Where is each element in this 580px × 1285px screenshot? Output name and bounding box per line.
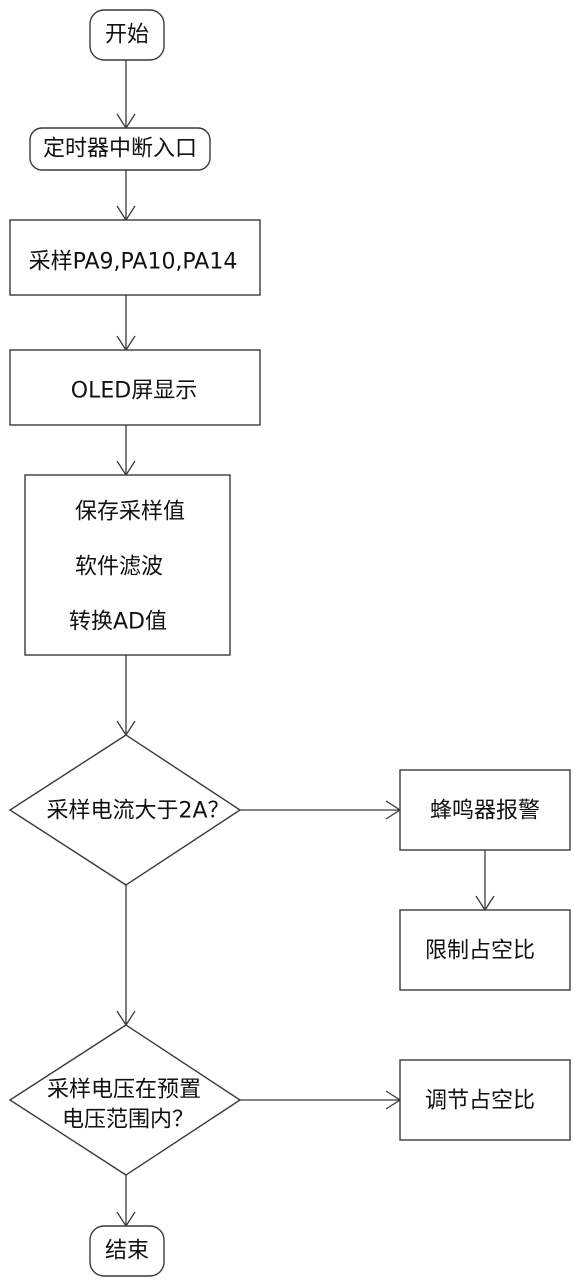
start-terminal — [89, 9, 165, 61]
limit-duty-process-box — [399, 909, 571, 991]
start-label: 开始 — [105, 23, 149, 48]
oled-label: OLED屏显示 — [71, 379, 197, 404]
buzzer-process-box — [399, 769, 571, 851]
buzzer-label: 蜂鸣器报警 — [430, 799, 540, 824]
sample-process-box — [9, 219, 261, 296]
edge-oled-to-process — [116, 425, 136, 477]
adjust-duty-label: 调节占空比 — [425, 1089, 535, 1114]
voltage-check-decision — [8, 1024, 242, 1176]
edge-current-check-to-buzzer — [240, 800, 402, 820]
process-box — [24, 474, 231, 656]
process-node: 保存采样值 软件滤波 转换AD值 — [24, 474, 231, 656]
current-check-node: 采样电流大于2A？ — [8, 734, 242, 886]
end-label: 结束 — [105, 1239, 149, 1264]
end-node: 结束 — [89, 1225, 165, 1277]
edge-current-check-to-voltage-check — [116, 885, 136, 1027]
edge-voltage-check-to-end — [116, 1175, 136, 1228]
timer-interrupt-terminal — [29, 127, 211, 171]
oled-process-box — [9, 349, 261, 426]
sample-node: 采样PA9,PA10,PA14 — [9, 219, 261, 296]
edge-buzzer-to-limit — [475, 850, 495, 912]
current-check-label: 采样电流大于2A？ — [46, 799, 229, 824]
voltage-check-line-2: 电压范围内？ — [62, 1108, 194, 1133]
limit-duty-node: 限制占空比 — [399, 909, 571, 991]
current-check-decision — [8, 734, 242, 886]
voltage-check-node: 采样电压在预置 电压范围内？ — [8, 1024, 242, 1176]
edge-timer-to-sample — [116, 170, 136, 222]
end-terminal — [89, 1225, 165, 1277]
edge-start-to-timer — [116, 60, 136, 130]
process-line-3: 转换AD值 — [69, 610, 167, 635]
limit-duty-label: 限制占空比 — [425, 939, 535, 964]
edge-voltage-check-to-adjust — [240, 1090, 402, 1110]
voltage-check-line-1: 采样电压在预置 — [47, 1078, 201, 1103]
process-line-2: 软件滤波 — [75, 555, 163, 580]
buzzer-node: 蜂鸣器报警 — [399, 769, 571, 851]
adjust-duty-process-box — [399, 1059, 571, 1141]
process-line-1: 保存采样值 — [75, 500, 185, 525]
timer-interrupt-label: 定时器中断入口 — [43, 137, 197, 162]
sample-label: 采样PA9,PA10,PA14 — [29, 250, 238, 275]
oled-node: OLED屏显示 — [9, 349, 261, 426]
edge-sample-to-oled — [116, 295, 136, 352]
adjust-duty-node: 调节占空比 — [399, 1059, 571, 1141]
timer-interrupt-node: 定时器中断入口 — [29, 127, 211, 171]
edge-process-to-current-check — [116, 655, 136, 737]
start-node: 开始 — [89, 9, 165, 61]
